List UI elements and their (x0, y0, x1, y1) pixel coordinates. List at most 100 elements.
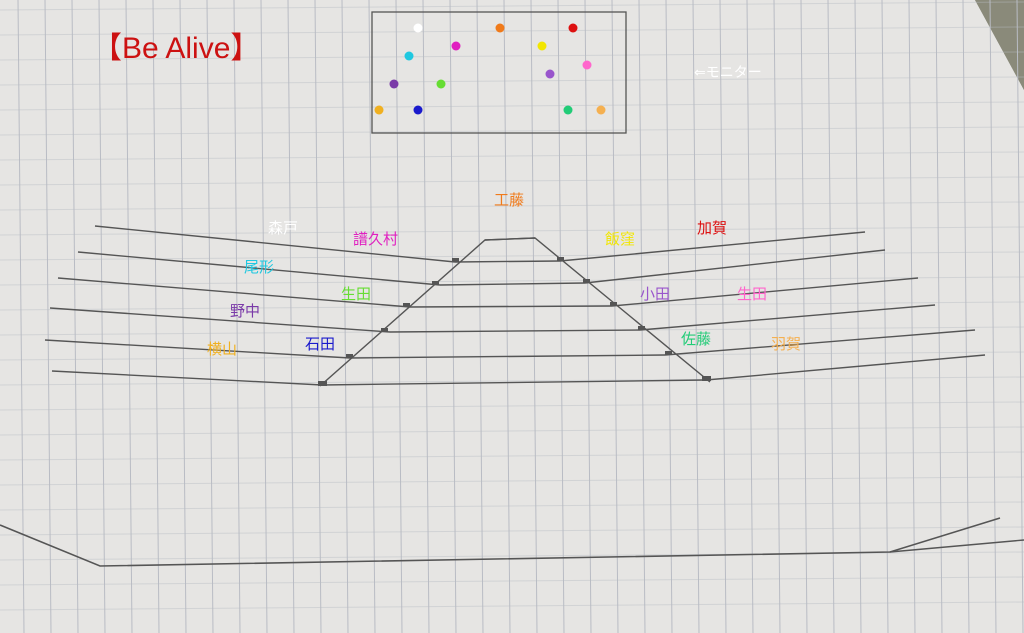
grid-line-horizontal (0, 176, 1024, 186)
tier-line (409, 305, 613, 308)
grid-line-vertical (260, 0, 268, 633)
member-label-ikuta: 生田 (341, 285, 372, 303)
monitor-dot (563, 105, 573, 115)
grid-line-vertical (125, 0, 133, 633)
tier-line (44, 339, 351, 359)
floor-line (0, 517, 1001, 567)
monitor-dot (404, 51, 414, 61)
position-mark (702, 376, 711, 381)
grid-line-horizontal (0, 476, 1024, 486)
grid-line-horizontal (0, 576, 1024, 586)
grid-line-vertical (449, 0, 457, 633)
tier-line (454, 260, 561, 263)
member-label-kudo: 工藤 (494, 191, 525, 209)
member-label-kaga: 加賀 (697, 219, 728, 237)
grid-line-horizontal (0, 101, 1024, 111)
grid-line-vertical (98, 0, 106, 633)
grid-line-vertical (692, 0, 700, 633)
grid-line-horizontal (0, 151, 1024, 161)
grid-line-horizontal (0, 201, 1024, 211)
monitor-dot (436, 79, 446, 89)
tier-line (77, 251, 441, 286)
monitor-dot (413, 23, 423, 33)
tier-line (51, 370, 323, 386)
tier-line (49, 307, 391, 333)
stage-drawing (0, 225, 1024, 567)
grid-line-horizontal (0, 451, 1024, 461)
grid-line-vertical (233, 0, 241, 633)
monitor-dot (495, 23, 505, 33)
grid-line-horizontal (0, 1, 1024, 11)
grid-line-horizontal (0, 376, 1024, 386)
monitor-box (371, 11, 627, 134)
grid-line-horizontal (0, 26, 1024, 36)
position-mark (638, 326, 645, 330)
position-mark (583, 279, 590, 283)
monitor-dot (451, 41, 461, 51)
floor-line (889, 539, 1024, 553)
grid-line-vertical (881, 0, 889, 633)
grid-line-vertical (179, 0, 187, 633)
member-label-oda: 小田 (640, 285, 671, 303)
grid-line-horizontal (0, 276, 1024, 286)
position-mark (403, 303, 410, 307)
tier-line (639, 304, 936, 331)
position-mark (557, 257, 564, 261)
tier-line (439, 282, 586, 286)
member-label-haga: 羽賀 (771, 335, 802, 353)
member-label-ishida: 石田 (305, 335, 336, 353)
position-marks (318, 257, 711, 386)
grid-line-vertical (908, 0, 916, 633)
tier-line (57, 277, 411, 308)
monitor-dot (374, 105, 384, 115)
grid-line-horizontal (0, 601, 1024, 611)
member-label-fukumura: 譜久村 (353, 230, 399, 248)
grid-line-vertical (206, 0, 214, 633)
tier-line (349, 354, 666, 359)
monitor-dot (582, 60, 592, 70)
grid-line-horizontal (0, 501, 1024, 511)
grid-line-vertical (1016, 0, 1024, 633)
member-label-nonaka: 野中 (230, 302, 261, 320)
diagram-title: 【Be Alive】 (92, 32, 261, 65)
grid-line-vertical (152, 0, 160, 633)
grid-line-vertical (476, 0, 484, 633)
grid-line-vertical (665, 0, 673, 633)
tier-line (321, 379, 707, 386)
grid-line-horizontal (0, 526, 1024, 536)
monitor-dot (389, 79, 399, 89)
tier-line (94, 225, 456, 263)
grid-line-vertical (530, 0, 538, 633)
grid-line-vertical (503, 0, 511, 633)
grid-line-horizontal (0, 51, 1024, 61)
position-mark (432, 281, 439, 285)
grid-line-horizontal (0, 126, 1024, 136)
tier-line (389, 329, 641, 333)
monitor-label: ⇐モニター (694, 65, 762, 81)
tier-line (664, 329, 976, 356)
position-mark (665, 351, 672, 355)
tier-line (559, 231, 866, 262)
position-mark (318, 381, 327, 386)
monitor-dot (537, 41, 547, 51)
grid-line-vertical (989, 0, 997, 633)
grid-line-vertical (17, 0, 25, 633)
member-label-morito: 森戸 (268, 219, 299, 237)
monitor-dot (545, 69, 555, 79)
grid-line-vertical (557, 0, 565, 633)
stage-top (484, 237, 536, 241)
grid-line-horizontal (0, 426, 1024, 436)
member-label-sato: 佐藤 (681, 330, 712, 348)
grid-line-vertical (773, 0, 781, 633)
member-label-ogata: 尾形 (244, 258, 275, 276)
monitor-dots (374, 23, 606, 115)
grid-line-vertical (719, 0, 727, 633)
grid-line-vertical (854, 0, 862, 633)
grid-line-vertical (44, 0, 52, 633)
tier-line (584, 249, 886, 284)
grid-line-vertical (935, 0, 943, 633)
monitor-dot (596, 105, 606, 115)
